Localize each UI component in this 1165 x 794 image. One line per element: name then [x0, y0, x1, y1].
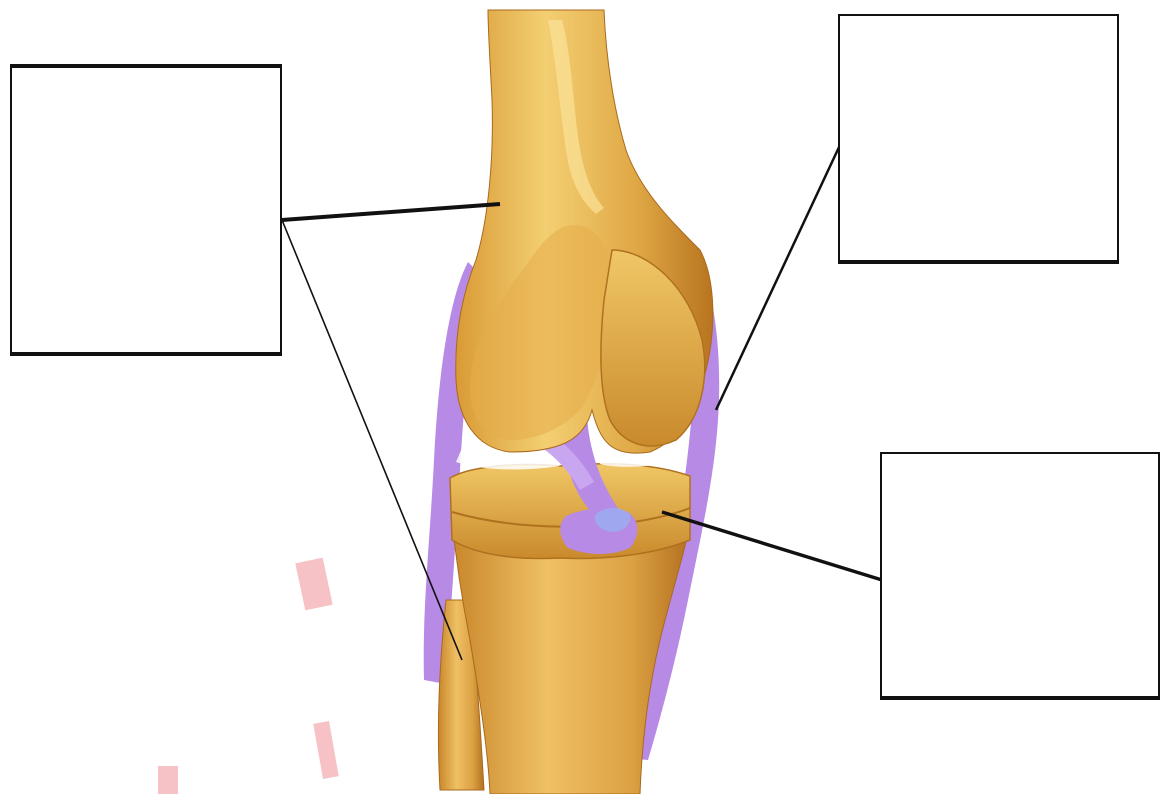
label-box-top-right[interactable]	[838, 14, 1119, 264]
label-text-top-left	[12, 68, 280, 352]
leader-line-ligament	[716, 145, 840, 410]
watermark-mark	[158, 766, 178, 794]
label-text-bottom-right	[882, 454, 1158, 696]
leader-line-femur	[282, 204, 500, 220]
label-box-top-left[interactable]	[10, 64, 282, 356]
watermark-mark	[295, 558, 332, 611]
label-text-top-right	[840, 16, 1117, 260]
label-box-bottom-right[interactable]	[880, 452, 1160, 700]
watermark-mark	[313, 721, 338, 779]
